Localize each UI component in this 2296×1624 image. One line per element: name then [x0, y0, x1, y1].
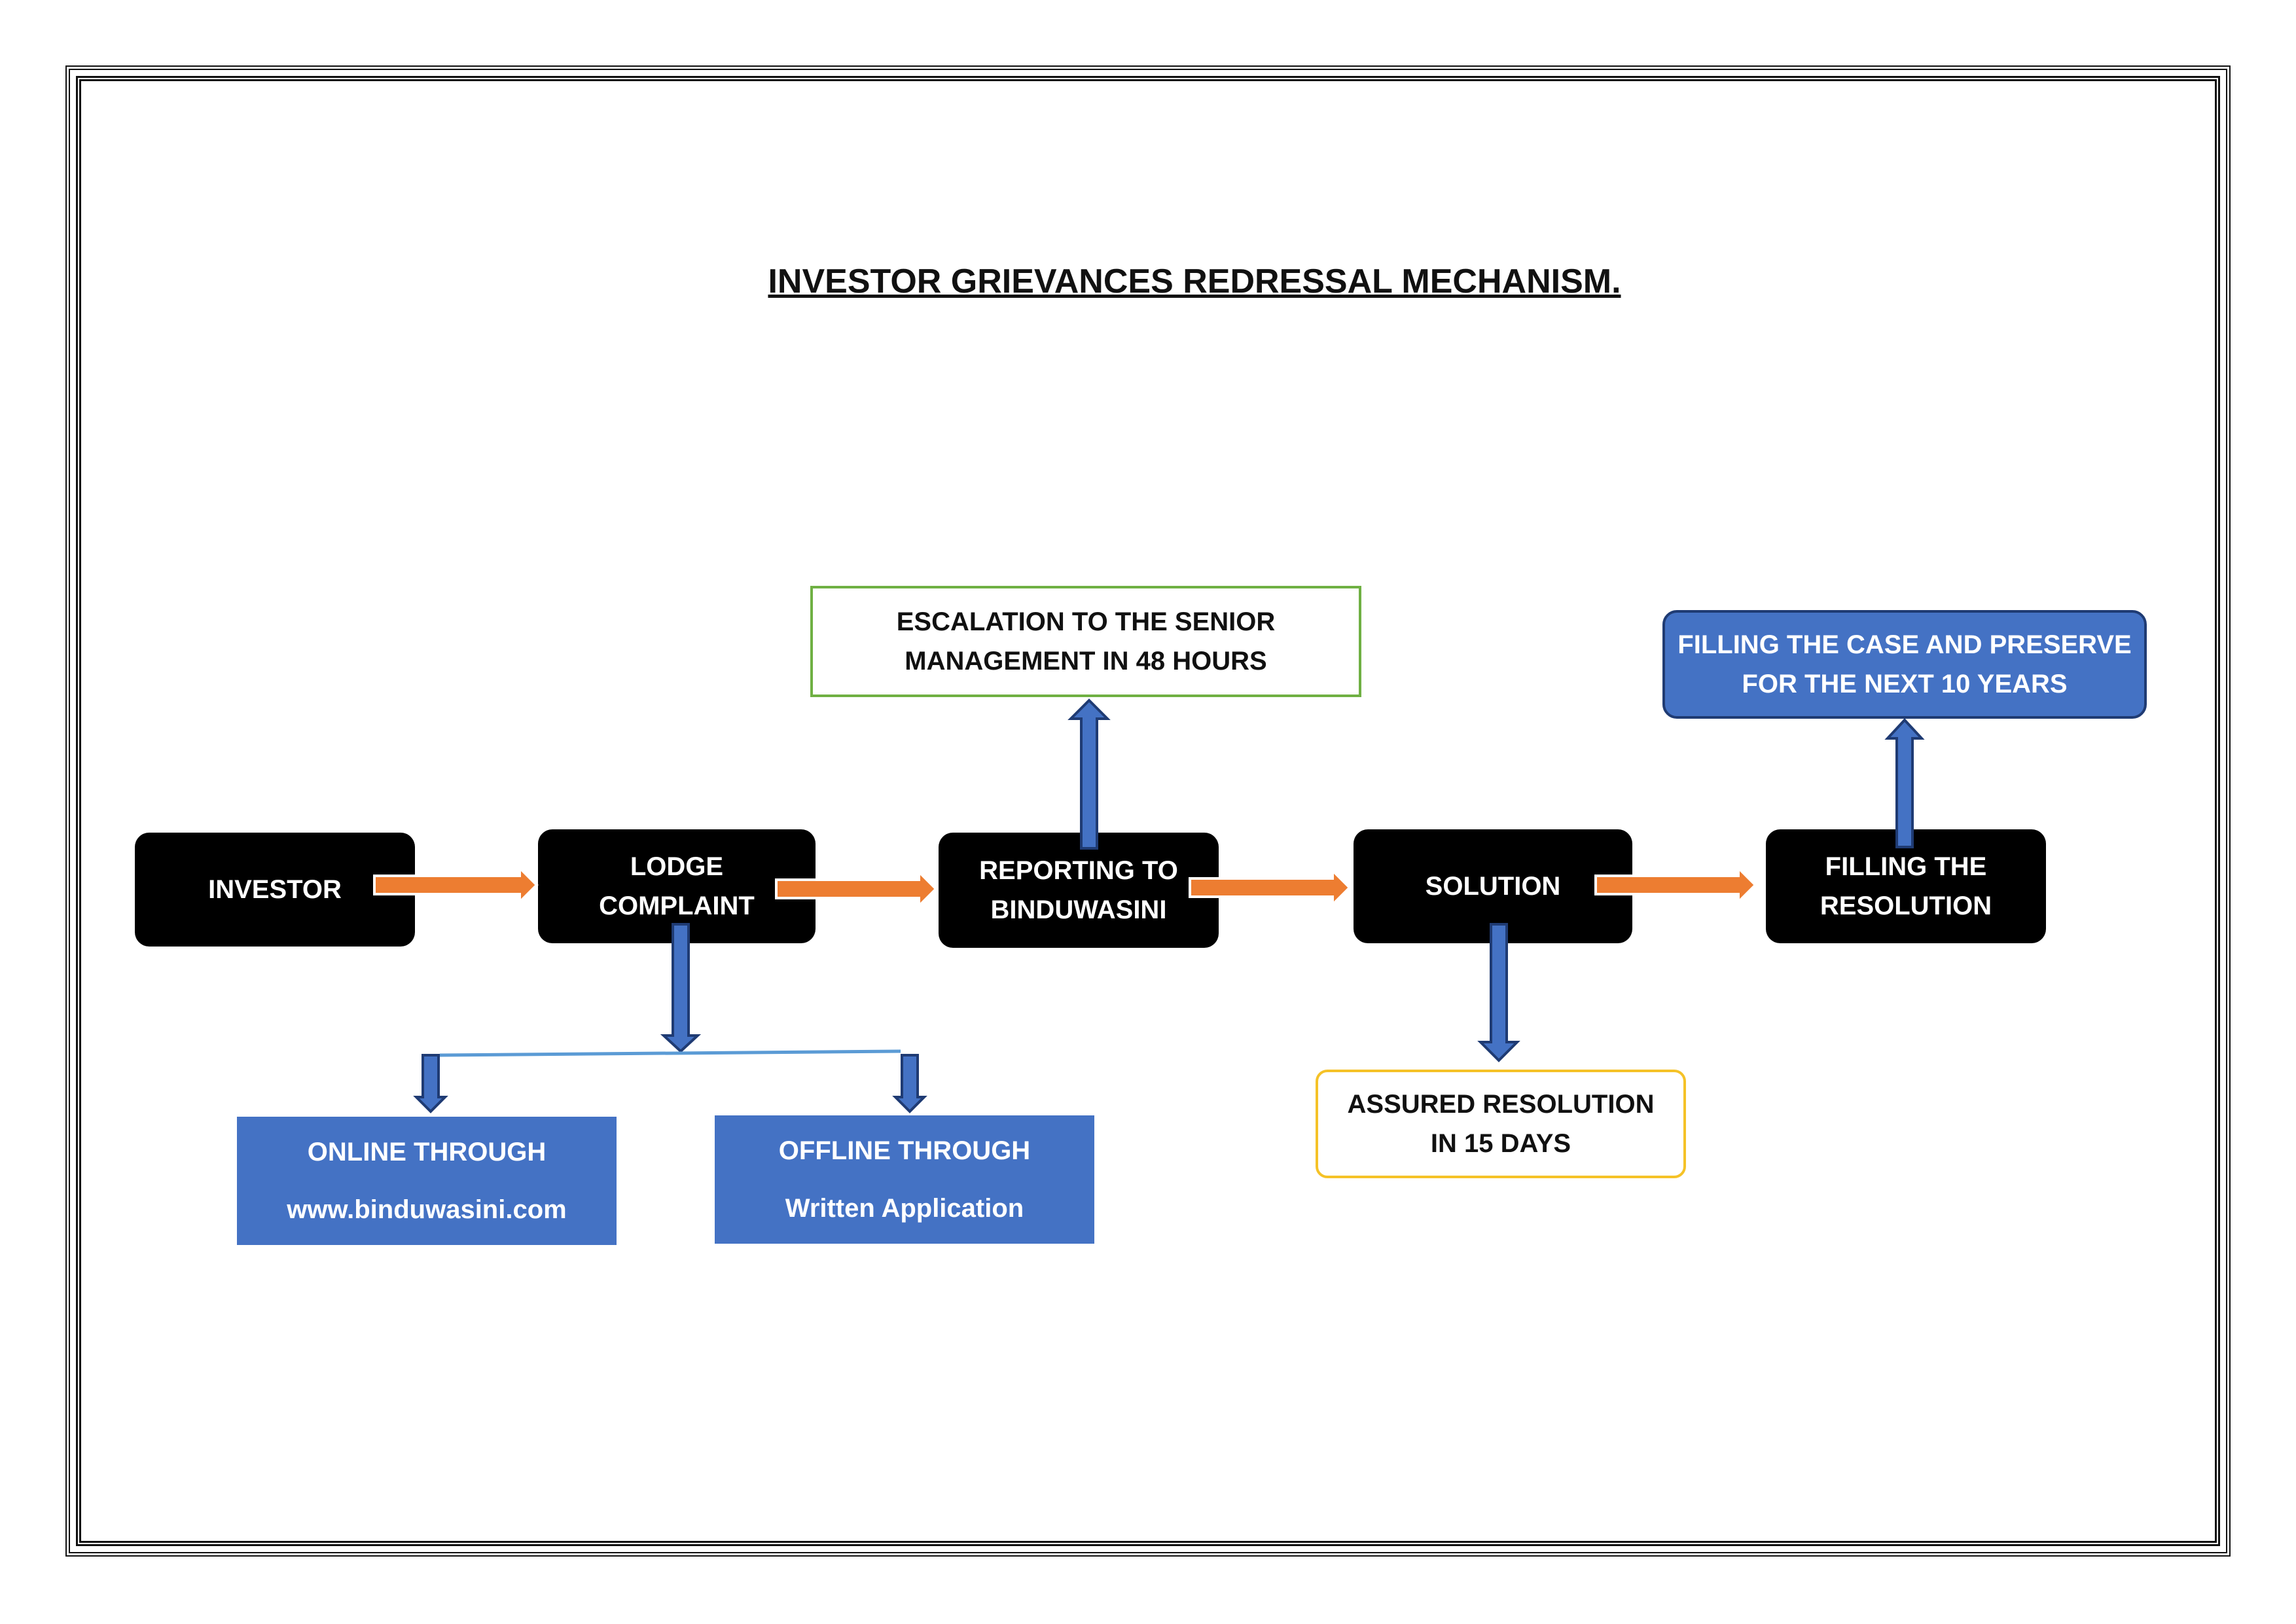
assured-line-2: IN 15 DAYS [1430, 1129, 1571, 1158]
inner-border [76, 76, 2220, 1546]
escalation-line-2: MANAGEMENT IN 48 HOURS [905, 647, 1267, 676]
online-line-1: ONLINE THROUGH [307, 1138, 547, 1166]
reporting-line-1: REPORTING TO [979, 856, 1178, 885]
preserve-box: FILLING THE CASE AND PRESERVE FOR THE NE… [1662, 610, 2147, 719]
lodge-complaint-line-2: COMPLAINT [599, 892, 755, 920]
split-connector [439, 1049, 901, 1057]
filling-resolution-line-2: RESOLUTION [1820, 892, 1992, 920]
outer-border [65, 65, 2231, 1557]
arrow-investor-to-lodge [373, 865, 539, 905]
arrow-lodge-down [660, 923, 702, 1053]
solution-label: SOLUTION [1425, 872, 1561, 901]
escalation-line-1: ESCALATION TO THE SENIOR [896, 607, 1276, 636]
filling-resolution-line-1: FILLING THE [1825, 852, 1987, 881]
lodge-complaint-line-1: LODGE [630, 852, 724, 881]
online-line-2: www.binduwasini.com [287, 1195, 567, 1224]
preserve-line-2: FOR THE NEXT 10 YEARS [1742, 670, 2068, 698]
arrow-solution-to-assured [1477, 923, 1520, 1062]
arrow-to-online [413, 1054, 448, 1113]
preserve-line-1: FILLING THE CASE AND PRESERVE [1677, 630, 2132, 659]
arrow-reporting-to-solution [1189, 867, 1352, 908]
arrow-solution-to-filling [1594, 865, 1757, 905]
arrow-filling-to-preserve [1884, 718, 1925, 848]
reporting-line-2: BINDUWASINI [990, 895, 1167, 924]
assured-line-1: ASSURED RESOLUTION [1347, 1090, 1655, 1119]
investor-box: INVESTOR [135, 833, 415, 947]
investor-label: INVESTOR [208, 875, 342, 904]
offline-box: OFFLINE THROUGH Written Application [715, 1115, 1094, 1244]
online-box: ONLINE THROUGH www.binduwasini.com [237, 1117, 617, 1245]
arrow-lodge-to-reporting [775, 869, 938, 909]
escalation-box: ESCALATION TO THE SENIOR MANAGEMENT IN 4… [810, 586, 1361, 697]
arrow-to-offline [892, 1054, 927, 1113]
offline-line-1: OFFLINE THROUGH [778, 1136, 1031, 1165]
page-title: INVESTOR GRIEVANCES REDRESSAL MECHANISM. [768, 262, 1621, 300]
arrow-reporting-to-escalation [1067, 698, 1111, 850]
offline-line-2: Written Application [785, 1194, 1024, 1223]
reporting-box: REPORTING TO BINDUWASINI [939, 833, 1219, 948]
assured-resolution-box: ASSURED RESOLUTION IN 15 DAYS [1316, 1070, 1686, 1178]
